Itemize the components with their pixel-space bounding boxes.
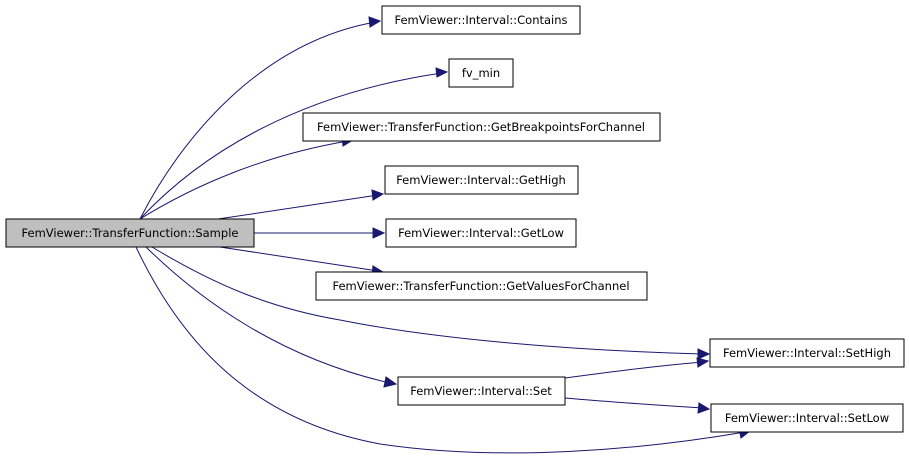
node-set-low-box (710, 403, 904, 433)
node-root[interactable]: FemViewer::TransferFunction::Sample (5, 218, 255, 248)
node-set-high-label: FemViewer::Interval::SetHigh (723, 346, 891, 360)
edge-set-set-low (564, 397, 704, 409)
node-get-values-box (315, 271, 648, 301)
edge-set-set-high (564, 361, 704, 379)
node-get-breakpoints[interactable]: FemViewer::TransferFunction::GetBreakpoi… (302, 112, 661, 142)
node-contains-label: FemViewer::Interval::Contains (394, 13, 567, 27)
node-set[interactable]: FemViewer::Interval::Set (397, 376, 566, 406)
node-root-label: FemViewer::TransferFunction::Sample (22, 226, 239, 240)
edge-set-set-high-arrowhead (696, 357, 710, 368)
edge-sample-set (145, 246, 391, 384)
node-contains[interactable]: FemViewer::Interval::Contains (381, 5, 581, 35)
edge-set-set-low-arrowhead (697, 402, 711, 414)
node-get-high-box (384, 165, 579, 195)
edge-sample-set-high (151, 246, 704, 355)
edge-sample-set-arrowhead (383, 376, 398, 388)
node-set-box (397, 376, 566, 406)
node-set-low-label: FemViewer::Interval::SetLow (725, 411, 889, 425)
edge-sample-set-high-arrowhead (697, 348, 711, 360)
node-set-label: FemViewer::Interval::Set (410, 384, 552, 398)
edge-sample-get-low-arrowhead (372, 227, 386, 239)
node-get-values[interactable]: FemViewer::TransferFunction::GetValuesFo… (315, 271, 648, 301)
node-fv-min[interactable]: fv_min (448, 58, 514, 88)
edges (135, 16, 752, 454)
edge-sample-get-high (217, 194, 379, 220)
node-fv-min-box (448, 58, 514, 88)
edge-sample-get-breakpoints (139, 140, 349, 220)
node-set-high-box (709, 338, 905, 368)
node-fv-min-label: fv_min (462, 66, 500, 80)
node-get-high-label: FemViewer::Interval::GetHigh (396, 173, 566, 187)
edge-sample-set-low (135, 246, 746, 454)
node-root-box (5, 218, 255, 248)
node-get-low-label: FemViewer::Interval::GetLow (398, 226, 564, 240)
edge-sample-get-high-arrowhead (371, 189, 385, 201)
edge-sample-contains-arrowhead (368, 16, 382, 28)
node-contains-box (381, 5, 581, 35)
node-get-high[interactable]: FemViewer::Interval::GetHigh (384, 165, 579, 195)
node-set-low[interactable]: FemViewer::Interval::SetLow (710, 403, 904, 433)
node-set-high[interactable]: FemViewer::Interval::SetHigh (709, 338, 905, 368)
node-get-low[interactable]: FemViewer::Interval::GetLow (385, 218, 577, 248)
node-get-low-box (385, 218, 577, 248)
node-get-breakpoints-box (302, 112, 661, 142)
node-get-breakpoints-label: FemViewer::TransferFunction::GetBreakpoi… (317, 120, 645, 134)
edge-sample-fv-min (139, 72, 443, 220)
node-get-values-label: FemViewer::TransferFunction::GetValuesFo… (332, 279, 629, 293)
edge-sample-contains (139, 21, 377, 220)
edge-sample-get-values (219, 246, 379, 272)
edge-sample-fv-min-arrowhead (435, 67, 449, 78)
